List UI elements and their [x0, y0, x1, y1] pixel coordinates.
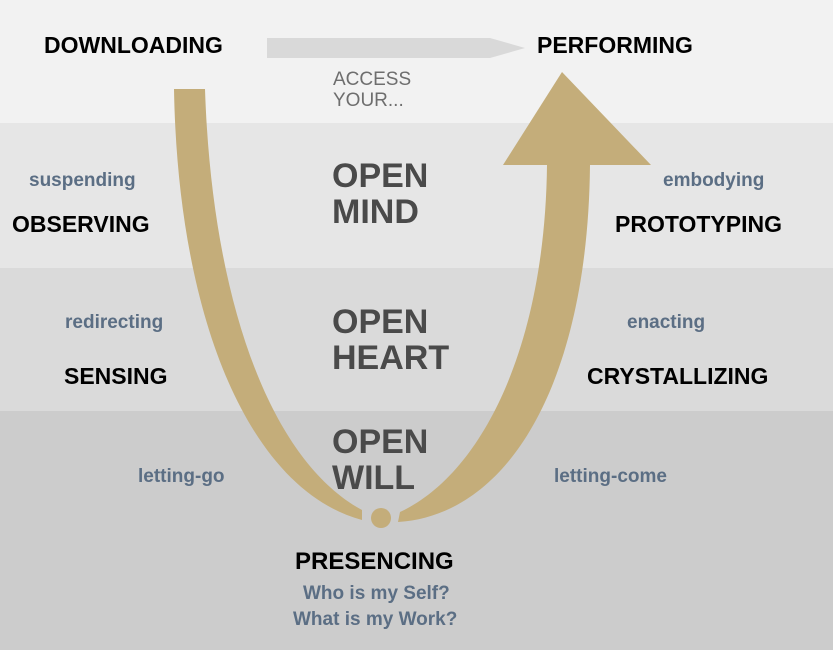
verb-redirecting: redirecting: [65, 312, 164, 333]
stage-observing: OBSERVING: [12, 211, 150, 237]
open-will-2: WILL: [332, 459, 416, 497]
u-left-arm: [174, 89, 362, 520]
download-arrow: [267, 38, 525, 58]
access-label-1: ACCESS: [333, 69, 412, 90]
verb-letting-go: letting-go: [138, 466, 225, 487]
stage-performing: PERFORMING: [537, 32, 693, 58]
open-mind-1: OPEN: [332, 157, 429, 195]
stage-prototyping: PROTOTYPING: [615, 211, 782, 237]
band-top: [0, 0, 833, 123]
stage-sensing: SENSING: [64, 363, 168, 389]
presencing-dot: [371, 508, 391, 528]
open-will-1: OPEN: [332, 423, 429, 461]
band-will: [0, 411, 833, 650]
u-right-arm: [398, 165, 590, 522]
verb-enacting: enacting: [627, 312, 706, 333]
verb-suspending: suspending: [29, 170, 136, 191]
verb-embodying: embodying: [663, 170, 765, 191]
band-mind: [0, 123, 833, 268]
question-work: What is my Work?: [293, 609, 458, 630]
open-heart-1: OPEN: [332, 303, 429, 341]
stage-presencing: PRESENCING: [295, 548, 454, 575]
open-mind-2: MIND: [332, 193, 419, 231]
stage-crystallizing: CRYSTALLIZING: [587, 363, 769, 389]
question-self: Who is my Self?: [303, 583, 450, 604]
stage-downloading: DOWNLOADING: [44, 32, 223, 58]
verb-letting-come: letting-come: [554, 466, 667, 487]
open-heart-2: HEART: [332, 339, 450, 377]
band-heart: [0, 268, 833, 411]
u-arrowhead: [503, 72, 651, 165]
access-label-2: YOUR...: [333, 90, 404, 111]
